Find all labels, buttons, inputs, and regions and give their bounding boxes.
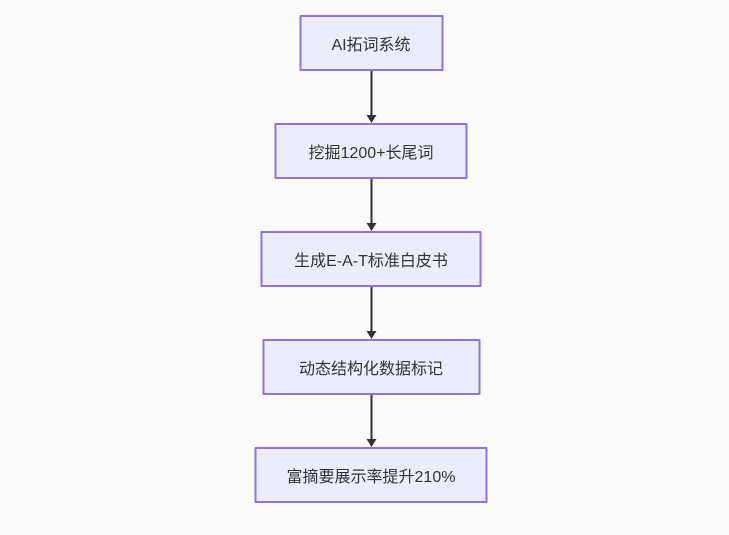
flow-arrow-3 (366, 287, 376, 339)
arrowhead-down-icon (366, 331, 376, 339)
arrowhead-down-icon (366, 115, 376, 123)
flow-node-rich-snippet-result: 富摘要展示率提升210% (254, 447, 488, 503)
arrowhead-down-icon (366, 439, 376, 447)
arrow-line (370, 287, 372, 331)
flow-node-eat-whitepaper: 生成E-A-T标准白皮书 (260, 231, 482, 287)
arrowhead-down-icon (366, 223, 376, 231)
flowchart: AI拓词系统 挖掘1200+长尾词 生成E-A-T标准白皮书 动态结构化数据标记… (254, 15, 488, 503)
flow-arrow-2 (366, 179, 376, 231)
flow-arrow-1 (366, 71, 376, 123)
flow-node-longtail-mining: 挖掘1200+长尾词 (274, 123, 468, 179)
flow-node-ai-expansion: AI拓词系统 (299, 15, 443, 71)
flow-arrow-4 (366, 395, 376, 447)
arrow-line (370, 395, 372, 439)
arrow-line (370, 71, 372, 115)
flow-node-structured-data: 动态结构化数据标记 (262, 339, 480, 395)
arrow-line (370, 179, 372, 223)
